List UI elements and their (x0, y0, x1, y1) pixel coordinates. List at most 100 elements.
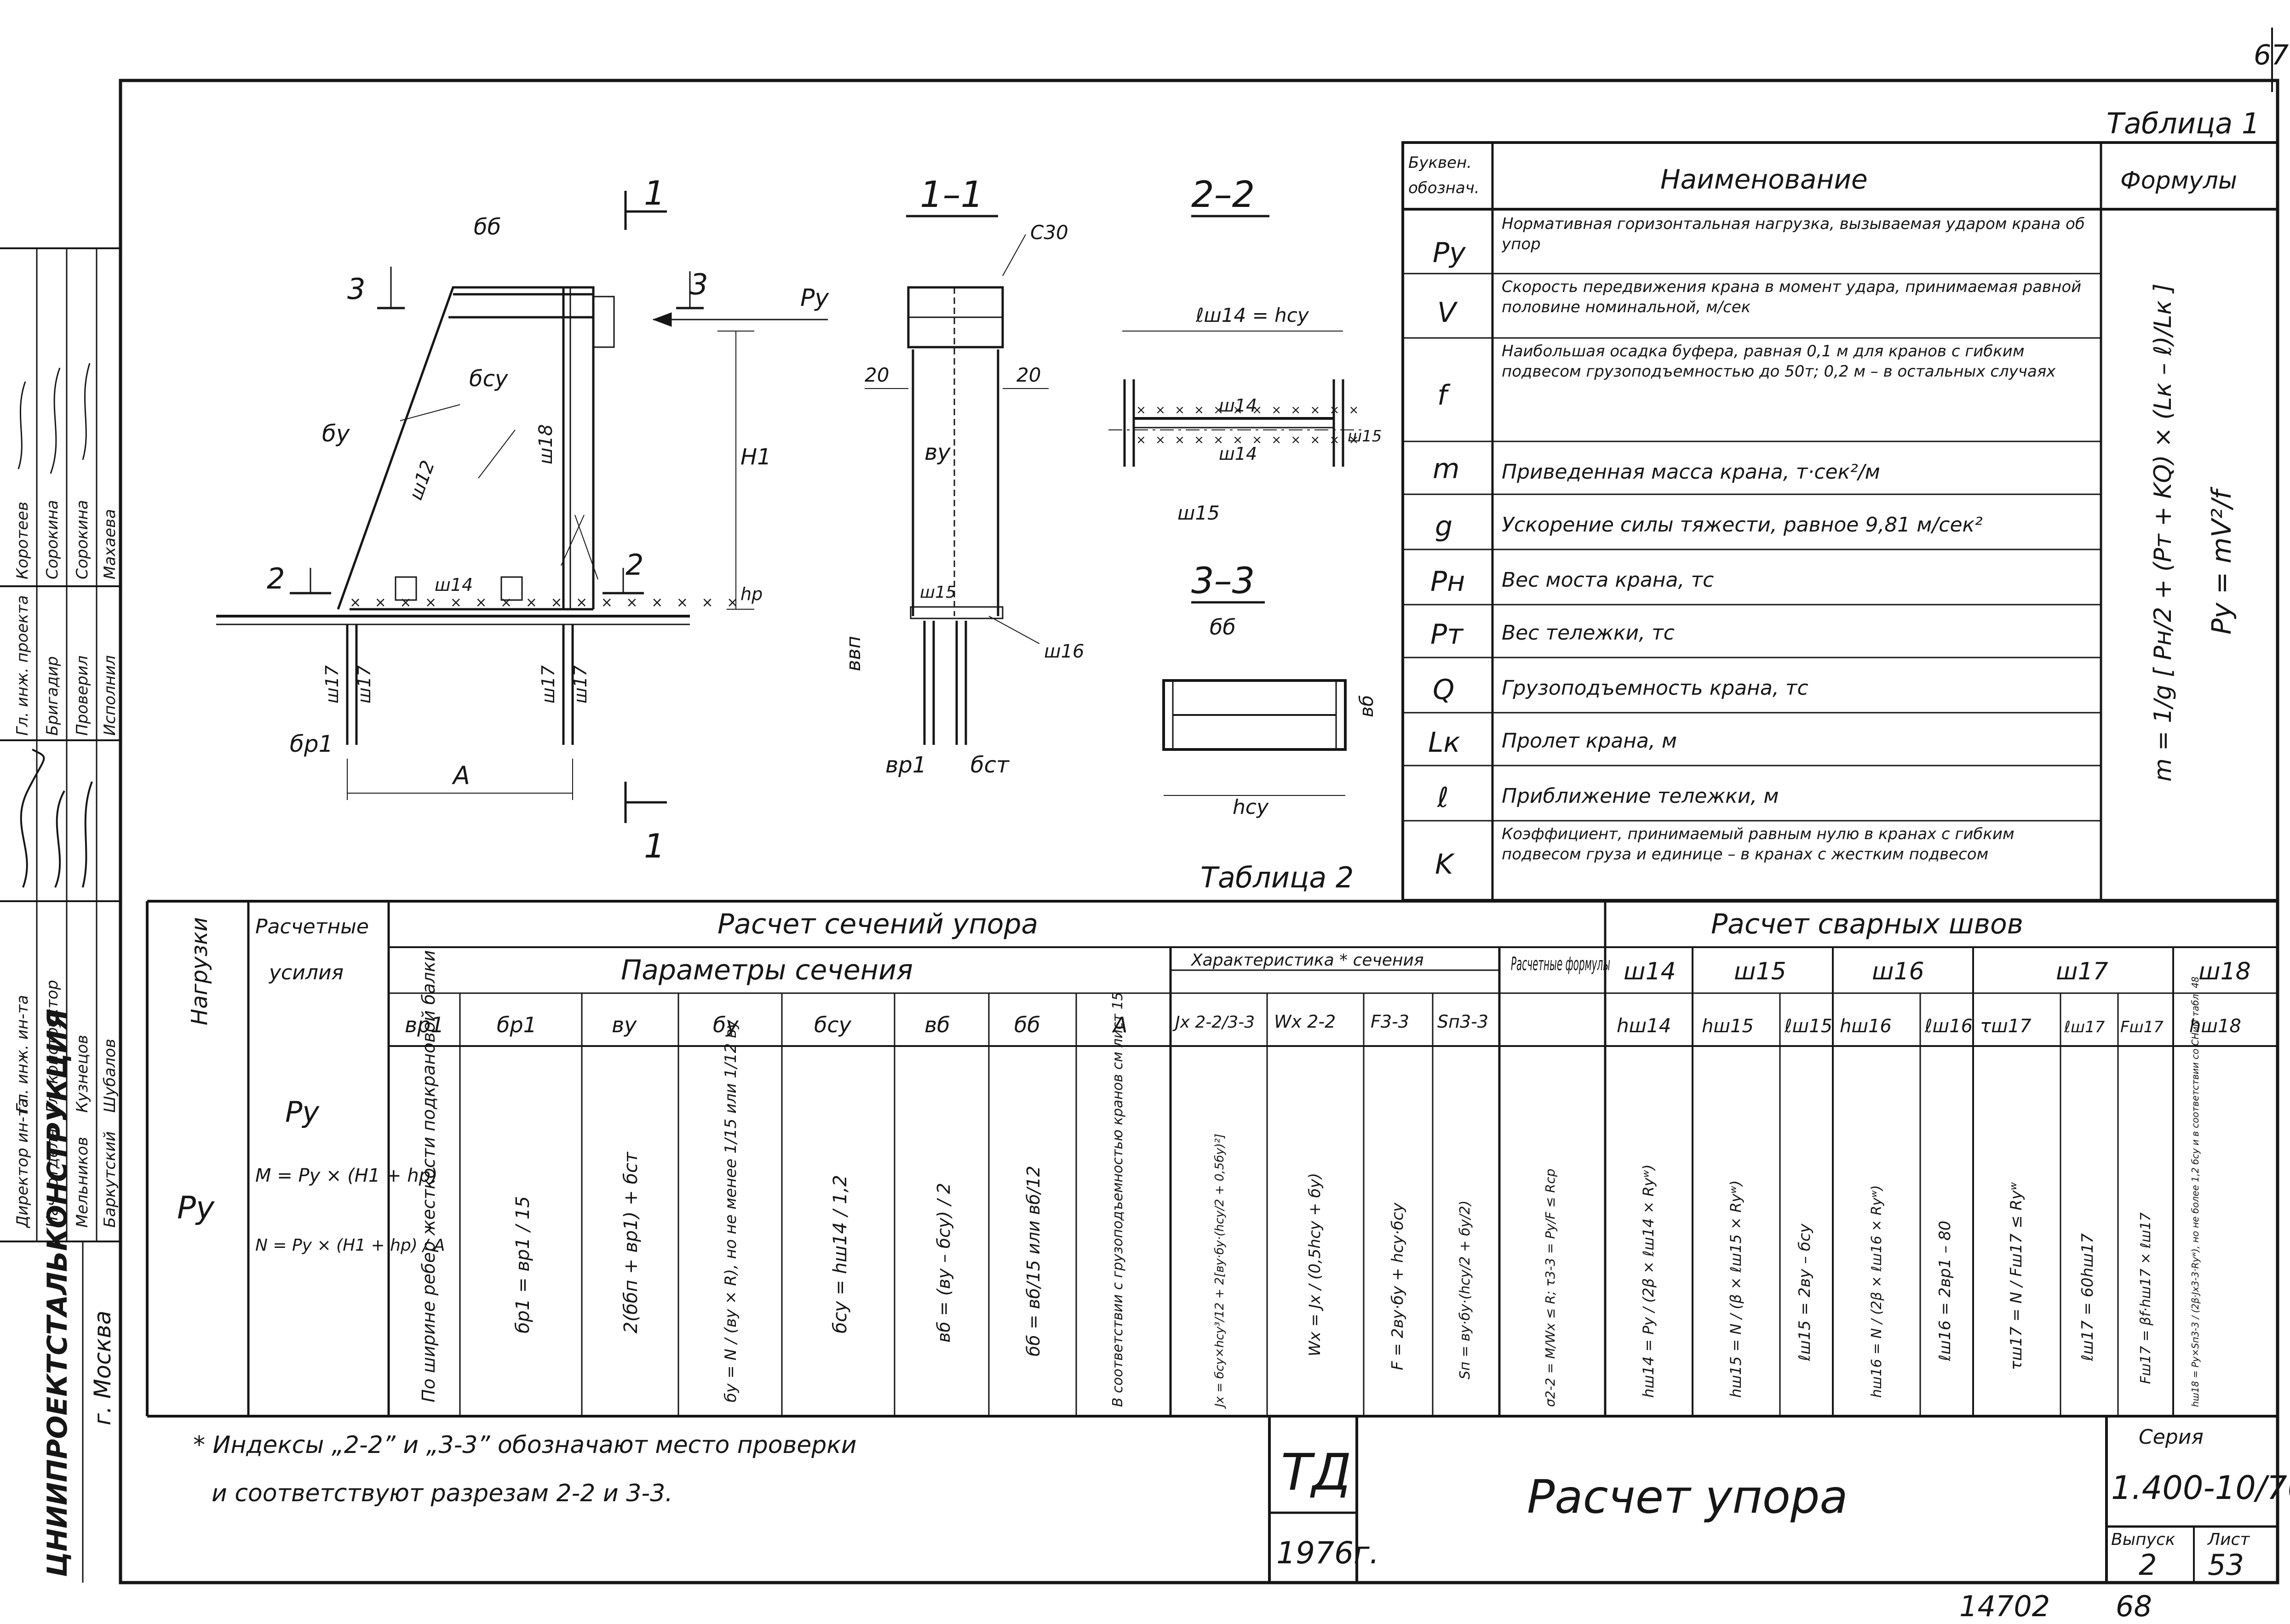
table2-force: M = Pу × (H1 + hр) (255, 1165, 438, 1186)
table1-desc: Вес моста крана, тс (1502, 570, 1714, 592)
drawing-section-3-3 (1162, 601, 1347, 796)
table1-desc: Ускорение силы тяжести, равное 9,81 м/се… (1502, 515, 1983, 537)
elev-label: ш17 (538, 665, 558, 703)
title-block-issue-label: Выпуск (2111, 1530, 2175, 1549)
stamp-name: Шубалов (101, 1039, 119, 1113)
sec22-label: ш15 (1348, 427, 1382, 446)
section-title: 2–2 (1191, 174, 1255, 216)
signature-mark (20, 749, 93, 888)
stamp-name: Сорокина (73, 500, 92, 579)
table2-caption: Таблица 2 (1200, 861, 1354, 894)
sec33-label: вб (1356, 695, 1377, 717)
weld-col: ℓш15 (1784, 1016, 1832, 1037)
elev-label: ш17 (570, 665, 591, 703)
weld-hatch: × × × × × × × × × × × × (1136, 403, 1361, 417)
table1-symbol: ℓ (1437, 782, 1449, 814)
table1-symbol: Lк (1428, 726, 1460, 759)
title-block-mark: ТД (1281, 1443, 1351, 1502)
table2-cell: hш16 = N / (2β × ℓш16 × Rуʷ) (1869, 1185, 1885, 1398)
weld-group: ш14 (1624, 958, 1676, 985)
param-col: вб (924, 1012, 950, 1037)
sec11-label: вр1 (885, 752, 926, 778)
title-block-issue: 2 (2139, 1548, 2157, 1582)
stamp-city: г. Москва (89, 1310, 116, 1425)
sec11-label: ву (924, 440, 951, 465)
table2-cell: 2(ббп + вр1) + бст (620, 1151, 642, 1333)
footnote: * Индексы „2-2” и „3-3” обозначают место… (193, 1431, 856, 1507)
title-block-series: 1.400-10/76 (2111, 1469, 2290, 1507)
char-col: Jx 2-2/3-3 (1172, 1013, 1255, 1032)
title-block-year: 1976г. (1276, 1535, 1379, 1571)
table2-cell: Fш17 = βf·hш17 × ℓш17 (2138, 1212, 2154, 1384)
table1-desc: Пролет крана, м (1502, 731, 1677, 753)
stamp-role: Бригадир (43, 656, 62, 736)
table1-desc: Приближение тележки, м (1502, 786, 1779, 808)
elev-label: H1 (740, 444, 771, 470)
sec33-label: hсу (1233, 795, 1269, 819)
param-col: бсу (814, 1012, 852, 1037)
title-block-title: Расчет упора (1527, 1470, 1848, 1524)
table2-cell: По ширине ребер жесткости подкрановой ба… (419, 950, 439, 1402)
param-col: A (1112, 1012, 1127, 1037)
archive-page: 68 (2116, 1590, 2152, 1623)
stamp-name: Мельников (73, 1137, 92, 1228)
weld-hatch: × × × × × × × × × × × × (1136, 433, 1361, 447)
sec11-label: ш16 (1044, 641, 1085, 662)
weld-col: ℓш16 (1924, 1016, 1973, 1037)
table2-cell: σ2-2 = M/Wx ≤ R; τ3-3 = Pу/F ≤ Rср (1543, 1169, 1558, 1407)
elev-label: 2 (267, 562, 285, 595)
table2-group-sections: Расчет сечений упора (717, 908, 1038, 940)
sec11-label: 20 (865, 364, 889, 386)
table1-symbol: Pу (1433, 237, 1466, 269)
sec33-label: бб (1210, 615, 1236, 640)
weld-group: ш15 (1734, 958, 1786, 985)
table2-group-char: Характеристика * сечения (1190, 951, 1424, 970)
table2-force: N = Pу × (H1 + hр) / A (255, 1236, 445, 1255)
table1-desc: Коэффициент, принимаемый равным нулю в к… (1502, 825, 2015, 863)
sec22-label: ш14 (1219, 444, 1257, 464)
drawing-section-1-1 (865, 215, 1049, 745)
stamp-name: Баркутский (101, 1131, 119, 1228)
stamp-role: Директор ин-та (13, 1098, 32, 1229)
elev-label: hр (740, 584, 763, 604)
drawing-elevation (216, 191, 828, 823)
weld-group: ш18 (2198, 958, 2251, 985)
table2-cell: Wx = Jx / (0,5hсу + бу) (1306, 1173, 1324, 1356)
table1-symbol: Q (1433, 674, 1454, 706)
table2-cell: F = 2ву·бу + hсу·бсу (1389, 1202, 1407, 1370)
sec11-label: бст (970, 752, 1010, 778)
table2-cell: В соответствии с грузоподъемностью крано… (1110, 992, 1126, 1407)
table2-group-welds: Расчет сварных швов (1711, 908, 2023, 940)
elev-label: 3 (690, 268, 708, 301)
table1-caption: Таблица 1 (2106, 107, 2260, 140)
table2-force: Pу (285, 1095, 320, 1129)
stamp-role: Нач. отдела (43, 1128, 62, 1228)
side-stamp: Директор ин-та Гл. инж. ин-та Нач. отдел… (0, 247, 121, 1583)
weld-group: ш16 (1872, 958, 1924, 985)
table2-cell: hш15 = N / (β × ℓш15 × Rуʷ) (1727, 1180, 1745, 1398)
char-col: Wx 2-2 (1274, 1012, 1336, 1032)
table2-load-value: Pу (177, 1190, 215, 1226)
table1-formula-m: m = 1/g [ Pн/2 + (Pт + KQ) × (Lк – ℓ)/Lк… (2149, 283, 2177, 782)
elev-label: ш17 (354, 665, 374, 703)
table2-cell: бр1 = вр1 / 15 (512, 1196, 534, 1333)
table2-cell: τш17 = N / Fш17 ≤ Rуʷ (2007, 1182, 2026, 1370)
weld-col: hш14 (1617, 1014, 1671, 1037)
table1-symbol: K (1435, 848, 1455, 881)
sec22-label: ℓш14 = hсу (1195, 304, 1309, 326)
table2-cell: Sп = ву·бу·(hсу/2 + бу/2) (1457, 1201, 1473, 1379)
table1-desc: Наибольшая осадка буфера, равная 0,1 м д… (1502, 342, 2056, 381)
stamp-org: ЦНИИПРОЕКТСТАЛЬКОНСТРУКЦИЯ (41, 1009, 74, 1577)
table2-cell: бу = N / (ву × R), но не менее 1/15 или … (722, 1019, 740, 1402)
archive-number: 14702 (1959, 1590, 2050, 1623)
stamp-role: Гл. инж. ин-та (13, 995, 32, 1113)
signature-mark (17, 363, 91, 474)
sec11-label: ш15 (920, 583, 956, 602)
table1-header-formulas: Формулы (2120, 167, 2237, 194)
param-col: вр1 (405, 1012, 444, 1037)
stamp-name: Кузнецов (73, 1035, 92, 1113)
sec22-label: ш14 (1219, 395, 1257, 416)
table1-header-name: Наименование (1660, 164, 1868, 195)
